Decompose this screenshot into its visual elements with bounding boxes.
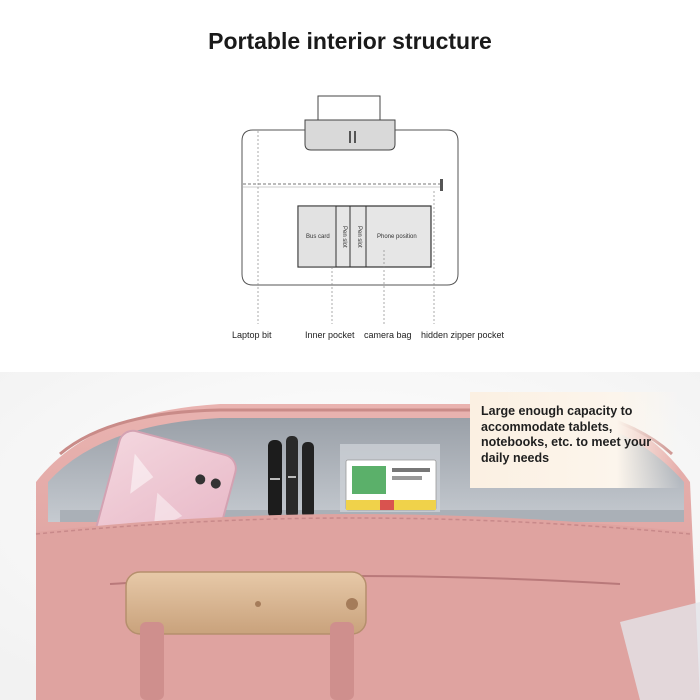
phone-position-label: Phone position xyxy=(377,234,417,240)
handle xyxy=(304,95,396,151)
right-handle xyxy=(330,622,354,700)
inner-pocket-panel: Bus card Pen slot Pen slot Phone positio… xyxy=(297,205,432,268)
inner-pocket-callout: Inner pocket xyxy=(305,330,355,340)
camera-bag-callout: camera bag xyxy=(364,330,412,340)
laptop-bit-callout: Laptop bit xyxy=(232,330,272,340)
pen-slot-label: Pen slot xyxy=(341,226,347,248)
bag-outline xyxy=(241,129,459,286)
page-title: Portable interior structure xyxy=(208,28,492,54)
pen-slot-label: Pen slot xyxy=(356,226,362,248)
bus-card-label: Bus card xyxy=(306,234,330,240)
callout-leader-lines xyxy=(257,131,435,324)
caption-background xyxy=(470,392,680,488)
pens xyxy=(268,436,314,518)
bag-structure-diagram: Bus card Pen slot Pen slot Phone positio… xyxy=(241,95,459,324)
capacity-caption: Large enough capacity to accommodate tab… xyxy=(481,404,652,465)
hidden-zipper-pocket-callout: hidden zipper pocket xyxy=(421,330,505,340)
gold-phone xyxy=(125,571,367,635)
zipper-pull-icon xyxy=(440,179,443,191)
left-handle xyxy=(140,622,164,700)
